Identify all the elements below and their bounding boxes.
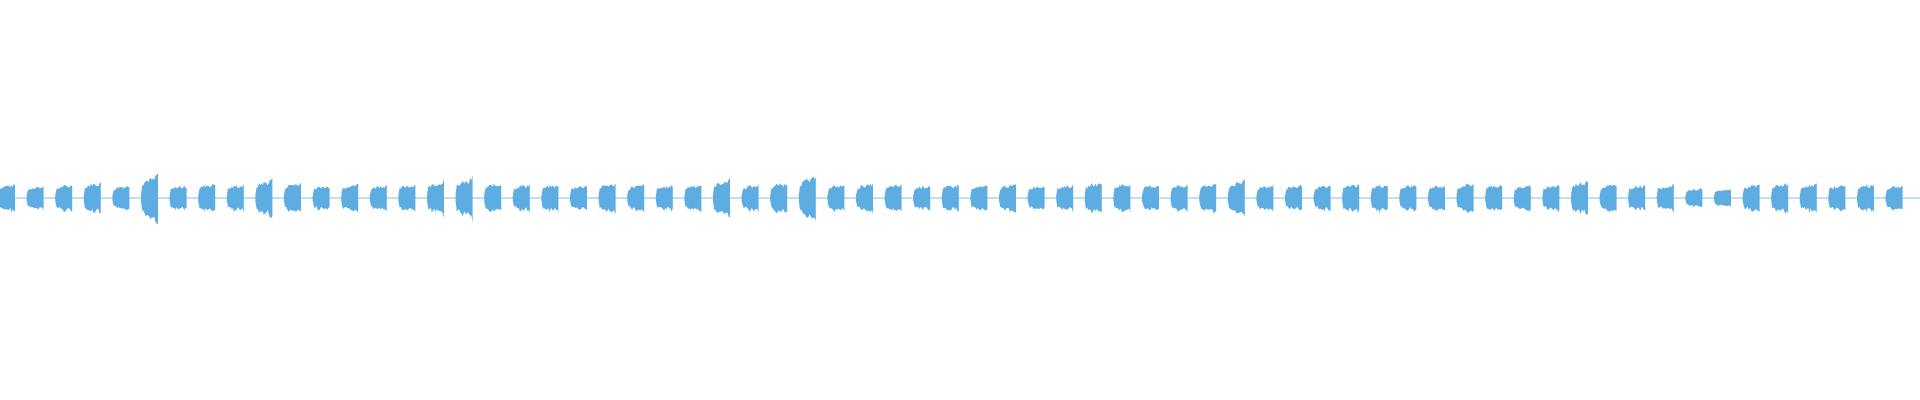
waveform-burst [770,183,788,213]
waveform-burst [55,185,73,212]
waveform-burst [83,181,101,214]
waveform-burst [1828,185,1846,212]
waveform-burst [856,182,873,214]
waveform-burst [684,185,702,213]
waveform-burst [827,185,845,212]
waveform-burst [1628,184,1646,211]
waveform-burst [169,185,187,211]
waveform-burst [26,185,44,211]
waveform-burst [455,175,473,223]
waveform-burst [1256,184,1274,213]
waveform-burst [884,183,902,212]
waveform-burst [1142,185,1159,211]
waveform-burst [941,184,959,212]
waveform-burst [1370,184,1388,213]
waveform-burst [1456,183,1474,213]
waveform-burst [1685,188,1703,208]
waveform-burst [1742,184,1760,212]
waveform-burst [741,183,759,213]
waveform-burst [255,178,273,218]
waveform-burst [1513,185,1531,212]
waveform-burst [1170,184,1188,213]
waveform-burst [1857,184,1874,212]
waveform-burst [1199,183,1217,214]
waveform-burst [226,183,244,213]
waveform-burst [512,184,530,213]
waveform-burst [1113,184,1131,213]
waveform-burst [1656,184,1674,213]
waveform-burst [427,178,444,219]
waveform-burst [1399,185,1417,212]
waveform-burst [970,185,988,211]
waveform-burst [655,185,673,212]
waveform-burst [1027,186,1045,210]
waveform-burst [1599,184,1617,212]
waveform-burst [713,177,730,218]
waveform-burst [598,183,616,214]
waveform-burst [198,183,216,212]
waveform-burst [1227,178,1245,217]
waveform-track [0,173,1920,225]
waveform-burst [1542,185,1560,213]
waveform-burst [1428,185,1445,212]
waveform-burst [484,183,502,212]
waveform-burst [1084,183,1102,215]
waveform-burst [1285,184,1302,211]
waveform-burst [398,184,416,212]
waveform-burst [913,185,931,211]
waveform-burst [570,185,587,211]
waveform-burst [1771,182,1789,214]
waveform-burst [541,184,559,213]
waveform-burst [627,184,645,212]
waveform-burst [1799,183,1817,214]
waveform-burst [141,173,158,225]
waveform-burst [999,184,1016,214]
waveform-burst [1056,183,1074,214]
waveform-burst [312,186,330,211]
waveform-burst [1885,185,1903,211]
waveform-burst [798,176,816,221]
waveform-burst [0,183,15,213]
waveform-burst [369,184,387,211]
waveform-burst [1485,185,1503,211]
waveform-burst [341,183,359,212]
waveform-burst [1571,181,1588,216]
waveform-burst [1342,183,1360,214]
waveform-burst [1714,189,1731,207]
waveform-burst [112,185,130,211]
waveform-burst [284,182,301,212]
waveform-burst [1313,184,1331,212]
